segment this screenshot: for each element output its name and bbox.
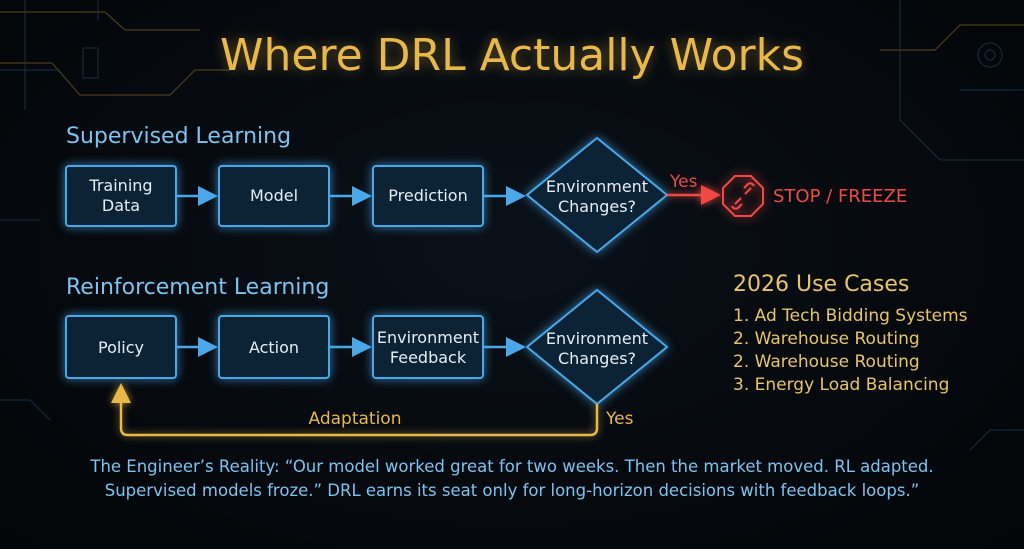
reinforcement-label: Reinforcement Learning [66,275,329,300]
page-title: Where DRL Actually Works [220,30,804,81]
step-label: Action [249,338,299,357]
stop-freeze-label: STOP / FREEZE [773,186,907,207]
step-label: Training [88,176,152,195]
use-case-item: 2. Warehouse Routing [733,329,920,349]
decision-label: Environment [546,177,648,196]
use-case-item: 1. Ad Tech Bidding Systems [733,306,968,326]
step-label: Prediction [388,186,467,205]
adaptation-loop-arrow [111,383,599,437]
use-cases-title: 2026 Use Cases [733,272,909,297]
step-label: Model [250,186,298,205]
environment-changes-decision [525,136,669,254]
decision-label: Environment [546,329,648,348]
supervised-label: Supervised Learning [66,124,291,149]
footer-quote-line: The Engineer’s Reality: “Our model worke… [89,457,933,476]
broken-link-stop-icon [722,175,764,217]
yes-label: Yes [605,409,634,429]
step-label: Environment [377,328,479,347]
yes-label: Yes [669,172,698,192]
use-case-item: 3. Energy Load Balancing [733,375,949,395]
circuit-decoration [0,0,1024,451]
step-label: Feedback [390,348,467,367]
adaptation-label: Adaptation [309,409,402,429]
environment-feedback-box [372,315,484,379]
step-label: Data [102,196,140,215]
step-label: Policy [98,338,144,357]
footer-quote-line: Supervised models froze.” DRL earns its … [105,481,920,500]
use-case-item: 2. Warehouse Routing [733,352,920,372]
decision-label: Changes? [558,349,636,368]
decision-label: Changes? [558,197,636,216]
